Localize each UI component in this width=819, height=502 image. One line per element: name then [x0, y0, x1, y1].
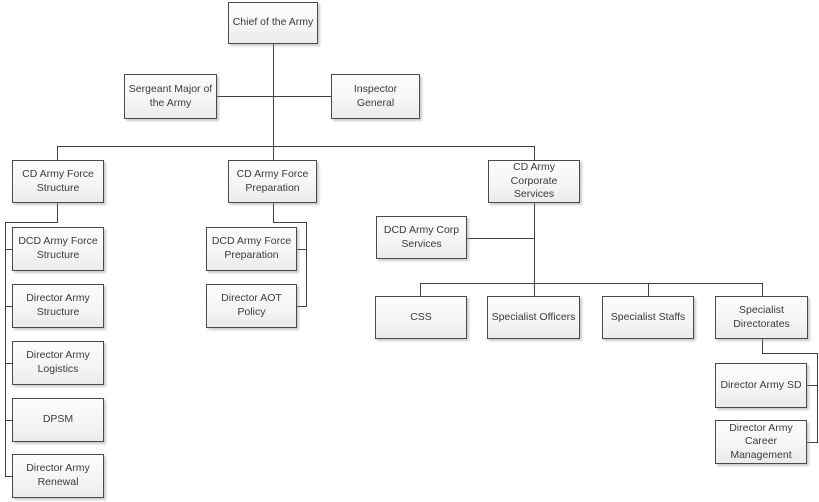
node-sergeant-major: Sergeant Major of the Army [124, 74, 217, 119]
node-specialist-directorates: Specialist Directorates [715, 296, 808, 339]
node-cd-army-force-structure: CD Army Force Structure [12, 160, 104, 203]
node-label: DCD Army Force Preparation [211, 235, 292, 261]
node-label: Sergeant Major of the Army [128, 82, 213, 109]
node-label: CD Army Corporate Services [510, 161, 558, 201]
node-director-army-career-management: Director Army Career Management [715, 420, 807, 464]
node-label: Chief of the Army [232, 16, 314, 29]
node-cd-army-force-preparation: CD Army Force Preparation [228, 160, 317, 203]
node-label: Specialist Staffs [610, 310, 686, 323]
node-dcd-army-corp-services: DCD Army Corp Services [376, 216, 467, 259]
node-label: DPSM [42, 413, 74, 426]
node-director-army-renewal: Director Army Renewal [12, 454, 104, 498]
node-label: CSS [410, 310, 432, 323]
node-label: Director Army Structure [26, 292, 90, 318]
node-label: CD Army Force Preparation [236, 167, 309, 194]
node-label: Inspector General [353, 82, 398, 109]
node-director-aot-policy: Director AOT Policy [206, 284, 297, 328]
node-label: DCD Army Force Structure [18, 235, 98, 261]
node-label: Director Army SD [720, 378, 802, 391]
node-director-army-structure: Director Army Structure [12, 284, 104, 328]
node-dcd-army-force-structure: DCD Army Force Structure [12, 227, 104, 271]
node-dcd-army-force-preparation: DCD Army Force Preparation [206, 227, 297, 271]
node-cd-army-corporate-services: CD Army Corporate Services [488, 160, 580, 203]
node-label: Director Army Career Management [729, 421, 793, 461]
node-label: Director Army Renewal [26, 462, 90, 488]
node-inspector-general: Inspector General [331, 74, 420, 119]
node-director-army-logistics: Director Army Logistics [12, 341, 104, 385]
node-director-army-sd: Director Army SD [715, 363, 807, 408]
node-specialist-officers: Specialist Officers [487, 296, 580, 339]
node-label: CD Army Force Structure [22, 167, 94, 194]
node-specialist-staffs: Specialist Staffs [602, 296, 694, 339]
node-dpsm: DPSM [12, 398, 104, 442]
node-label: Specialist Directorates [733, 303, 790, 330]
node-label: DCD Army Corp Services [383, 223, 460, 250]
node-label: Specialist Officers [491, 310, 576, 323]
node-css: CSS [375, 296, 467, 339]
node-chief-of-the-army: Chief of the Army [228, 2, 318, 44]
node-label: Director Army Logistics [26, 349, 90, 375]
node-label: Director AOT Policy [221, 292, 282, 318]
